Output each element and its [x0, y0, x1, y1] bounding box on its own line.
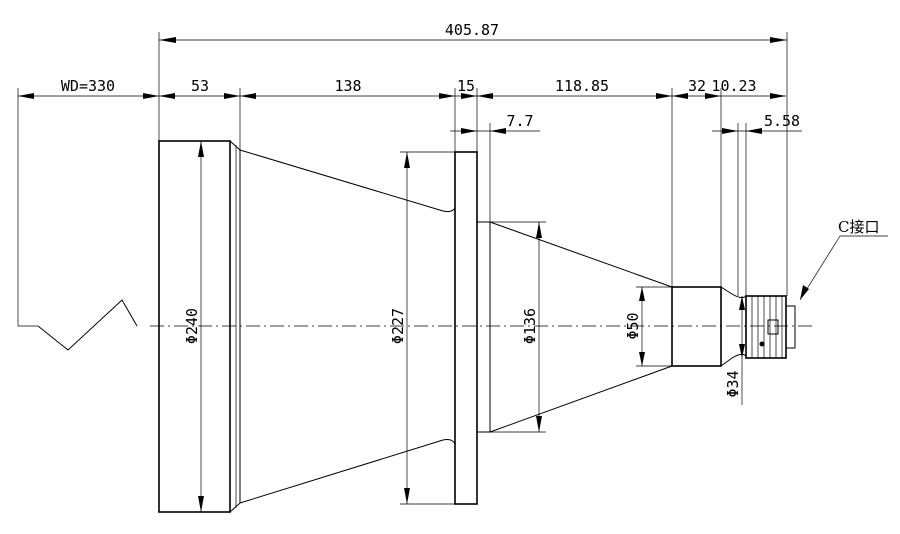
arrow-wd-r — [143, 93, 159, 99]
arrow-d50-t — [639, 287, 645, 301]
dim-7-7-text: 7.7 — [506, 112, 533, 130]
arrow-118-r — [656, 93, 672, 99]
mount-slot — [767, 319, 779, 335]
dim-wd-text: WD=330 — [61, 77, 115, 95]
dim-10-text: 10.23 — [711, 77, 756, 95]
cone1-bottom-fillet — [442, 439, 456, 445]
arrow-right — [770, 37, 787, 43]
arrow-15-r — [477, 93, 493, 99]
dim-d136-text: Φ136 — [521, 308, 539, 344]
front-housing-chamfer-b — [229, 502, 241, 513]
arrow-7-7-l — [461, 128, 477, 134]
break-symbol — [37, 299, 138, 351]
arrow-d50-b — [639, 352, 645, 366]
arrow-53-r — [224, 93, 240, 99]
arrow-5-58-l — [722, 128, 738, 134]
cone1-bottom — [239, 439, 444, 504]
cone1-top — [239, 149, 444, 212]
front-housing — [158, 140, 231, 513]
arrow-d240-b — [198, 496, 204, 512]
arrow-d227-b — [404, 488, 410, 504]
arrow-c-mount — [800, 285, 809, 300]
arrow-138-r — [439, 93, 455, 99]
dim-15-text: 15 — [457, 77, 475, 95]
dim-5-58-text: 5.58 — [764, 112, 800, 130]
flange — [454, 151, 478, 505]
arrow-left — [159, 37, 176, 43]
dim-138-text: 138 — [334, 77, 361, 95]
arrow-d34-t — [739, 296, 745, 310]
c-mount-label: C接口 — [838, 218, 879, 236]
arrow-wd-l — [18, 93, 34, 99]
arrow-d227-t — [404, 152, 410, 168]
dim-d50-text: Φ50 — [624, 312, 642, 339]
cone1-top-fillet — [442, 207, 456, 213]
dim-overall-text: 405.87 — [445, 21, 499, 39]
dim-d227-text: Φ227 — [389, 308, 407, 344]
arrow-d34-b — [739, 344, 745, 358]
mount-screw-icon — [759, 341, 765, 347]
arrow-32-r — [705, 93, 721, 99]
arrow-53-l — [159, 93, 175, 99]
arrow-7-7-r — [490, 128, 506, 134]
mount-rear-stub — [785, 305, 796, 349]
cone2-top — [489, 221, 673, 288]
arrow-d240-t — [198, 141, 204, 157]
dim-118-text: 118.85 — [555, 77, 609, 95]
arrow-10-r — [770, 93, 786, 99]
rear-barrel — [671, 286, 722, 367]
arrow-138-l — [240, 93, 256, 99]
arrow-32-l — [672, 93, 688, 99]
arrow-15-l — [461, 93, 477, 99]
dim-53-text: 53 — [191, 77, 209, 95]
dim-d240-text: Φ240 — [183, 308, 201, 344]
arrow-d136-b — [536, 416, 542, 432]
dim-32-text: 32 — [688, 77, 706, 95]
arrow-d136-t — [536, 222, 542, 238]
arrow-5-58-r — [746, 128, 762, 134]
front-housing-chamfer — [229, 140, 241, 151]
cone2-bottom — [489, 365, 673, 433]
dim-d34-text: Φ34 — [724, 370, 742, 397]
